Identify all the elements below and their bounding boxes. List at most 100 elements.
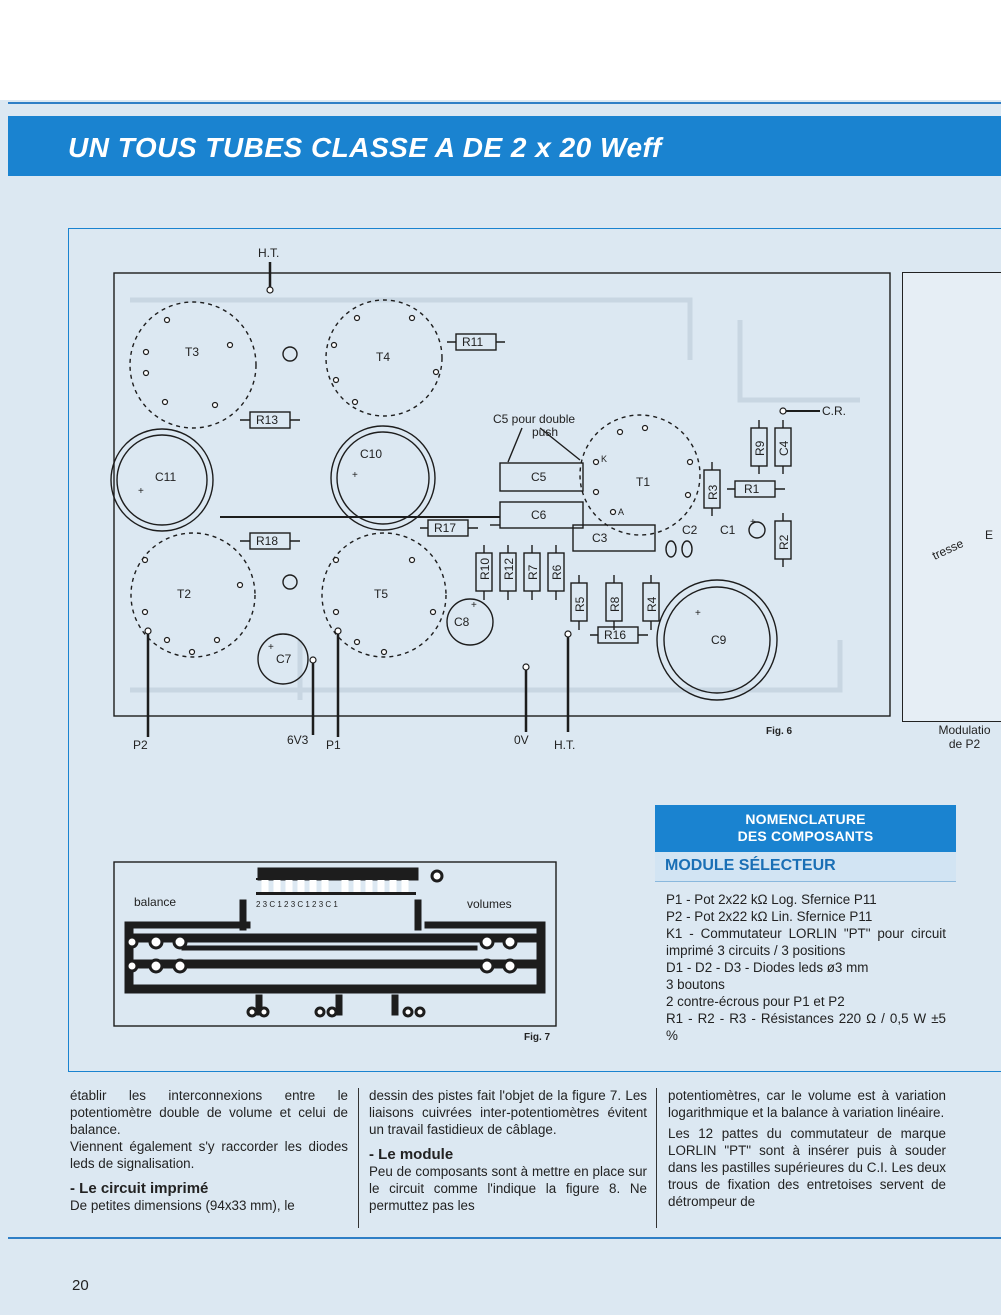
label-6v3: 6V3: [287, 733, 309, 747]
pin-plus-c7: +: [268, 642, 274, 653]
cap-c6-body: [499, 501, 584, 529]
tube-t2-outline: [130, 532, 256, 658]
fig7-copper-tracks: [124, 867, 546, 1016]
label-r10: R10: [478, 557, 492, 580]
label-p2: P2: [133, 738, 148, 752]
page-number: 20: [72, 1277, 89, 1294]
list-item: 3 boutons: [666, 977, 725, 992]
pin-plus-c9: +: [695, 608, 701, 619]
label-r5: R5: [573, 596, 587, 612]
list-item: P2 - Pot 2x22 kΩ Lin. Sfernice P11: [666, 909, 873, 924]
cap-c7-outline: [257, 633, 309, 685]
cap-c5-body: [499, 462, 584, 492]
fig6-board-outline: [113, 272, 891, 717]
label-c3: C3: [592, 531, 608, 545]
paragraph: dessin des pistes fait l'objet de la fig…: [369, 1088, 647, 1137]
list-item: K1 - Commutateur LORLIN "PT" pour circui…: [666, 926, 946, 958]
label-r16: R16: [604, 628, 627, 642]
label-0v: 0V: [514, 733, 529, 747]
label-ht-bottom: H.T.: [554, 738, 576, 752]
label-r8: R8: [608, 596, 622, 612]
list-item: P1 - Pot 2x22 kΩ Log. Sfernice P11: [666, 892, 877, 907]
paragraph: De petites dimensions (94x33 mm), le: [70, 1198, 295, 1213]
label-c4: C4: [777, 440, 791, 456]
tube-t4-outline: [325, 299, 443, 417]
label-t1: T1: [636, 475, 651, 489]
label-c8: C8: [454, 615, 470, 629]
label-r12: R12: [502, 557, 516, 580]
nomenclature-subtitle: MODULE SÉLECTEUR: [655, 852, 956, 882]
label-r17: R17: [434, 521, 457, 535]
cap-c9-outline: [656, 579, 778, 701]
nomenclature-title: NOMENCLATURE DES COMPOSANTS: [655, 805, 956, 852]
label-p1: P1: [326, 738, 341, 752]
label-t3: T3: [185, 345, 200, 359]
nomenclature-list: P1 - Pot 2x22 kΩ Log. Sfernice P11 P2 - …: [655, 882, 956, 1044]
label-c6: C6: [531, 508, 547, 522]
text-column-1: établir les interconnexions entre le pot…: [70, 1087, 348, 1214]
label-t5: T5: [374, 587, 389, 601]
tube-t1-outline: [579, 414, 701, 536]
label-c1: C1: [720, 523, 736, 537]
cap-c10-outline: [330, 425, 436, 531]
top-margin: [0, 0, 1001, 100]
label-r2: R2: [777, 534, 791, 550]
label-r7: R7: [526, 564, 540, 580]
paragraph: potentiomètres, car le volume est à vari…: [668, 1088, 946, 1120]
column-divider: [358, 1088, 359, 1228]
cap-c11-outline: [110, 428, 214, 532]
cap-c8-outline: [446, 598, 494, 646]
text-column-3: potentiomètres, car le volume est à vari…: [668, 1087, 946, 1210]
label-t2: T2: [177, 587, 192, 601]
label-c5: C5: [531, 470, 547, 484]
footer-rule: [8, 1237, 1001, 1239]
section-heading-circuit: - Le circuit imprimé: [70, 1180, 209, 1197]
label-volumes: volumes: [467, 897, 512, 911]
label-c9: C9: [711, 633, 727, 647]
fig6-caption: Fig. 6: [766, 726, 793, 737]
side-panel-fig8: [902, 272, 1001, 722]
header-rule: [8, 102, 1001, 104]
annotation-c5-line2: push: [532, 425, 559, 439]
label-c2: C2: [682, 523, 698, 537]
annotation-c5-line1: C5 pour double: [493, 412, 576, 426]
fig7-caption: Fig. 7: [524, 1032, 551, 1043]
label-r9: R9: [753, 440, 767, 456]
label-r6: R6: [550, 564, 564, 580]
paragraph: établir les interconnexions entre le pot…: [70, 1088, 348, 1137]
label-balance: balance: [134, 895, 177, 909]
pin-a: A: [618, 507, 625, 517]
section-heading-module: - Le module: [369, 1146, 454, 1163]
label-t4: T4: [376, 350, 391, 364]
label-r13: R13: [256, 413, 279, 427]
label-e: E: [985, 528, 994, 542]
paragraph: Viennent également s'y raccorder les dio…: [70, 1139, 348, 1171]
label-c11: C11: [155, 470, 177, 484]
title-banner: [8, 116, 1001, 176]
list-item: R1 - R2 - R3 - Résistances 220 Ω / 0,5 W…: [666, 1011, 946, 1043]
label-c10: C10: [360, 447, 383, 461]
tube-t5-outline: [321, 532, 447, 658]
pin-k: K: [601, 454, 608, 464]
label-r18: R18: [256, 534, 279, 548]
list-item: 2 contre-écrous pour P1 et P2: [666, 994, 845, 1009]
fig7-board-outline: [113, 861, 557, 1027]
nomenclature-box: NOMENCLATURE DES COMPOSANTS MODULE SÉLEC…: [655, 805, 956, 1055]
cap-c3-body: [572, 524, 656, 552]
label-r1: R1: [744, 482, 760, 496]
label-switch-pins: 2 3 C 1 2 3 C 1 2 3 C 1: [256, 900, 338, 909]
text-column-2: dessin des pistes fait l'objet de la fig…: [369, 1087, 647, 1214]
article-title: UN TOUS TUBES CLASSE A DE 2 x 20 Weff: [68, 132, 662, 163]
pin-plus-c8: +: [471, 600, 477, 611]
figure-frame: [68, 228, 1001, 1072]
label-r3: R3: [706, 484, 720, 500]
column-divider: [656, 1088, 657, 1228]
pin-plus-c11: +: [138, 486, 144, 497]
label-cr: C.R.: [822, 404, 846, 418]
paragraph: Les 12 pattes du commutateur de marque L…: [668, 1126, 946, 1209]
label-c7: C7: [276, 652, 292, 666]
tube-t3-outline: [129, 301, 257, 429]
label-r11: R11: [462, 335, 484, 349]
